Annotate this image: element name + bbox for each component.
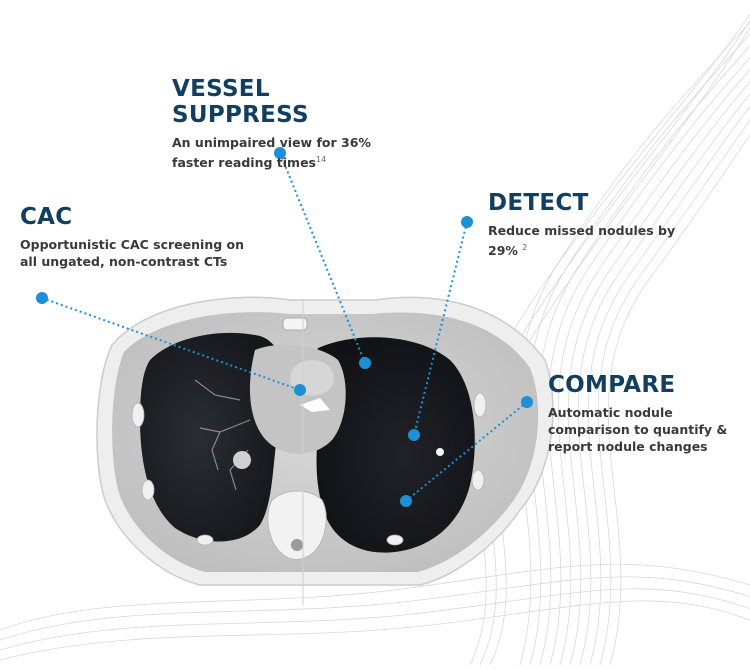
cac-callout-dot-end bbox=[294, 384, 306, 396]
spinal-canal bbox=[291, 539, 303, 551]
detect-line-1: Reduce missed nodules by bbox=[488, 223, 676, 238]
vessel-suppress-description: An unimpaired view for 36% faster readin… bbox=[172, 134, 412, 171]
left-hilum bbox=[233, 451, 251, 469]
detect-callout-line bbox=[413, 221, 468, 436]
detect-description: Reduce missed nodules by 29% 2 bbox=[488, 222, 708, 259]
vessel-line-2: faster reading times bbox=[172, 155, 316, 171]
compare-line-3: report nodule changes bbox=[548, 439, 708, 454]
calcification bbox=[300, 398, 330, 412]
cac-title: CAC bbox=[20, 204, 73, 230]
compare-line-1: Automatic nodule bbox=[548, 405, 673, 420]
right-lung bbox=[316, 337, 475, 553]
compare-callout-dot-start bbox=[521, 396, 533, 408]
vessel-suppress-callout: VESSEL SUPPRESS An unimpaired view for 3… bbox=[172, 76, 412, 171]
detect-title: DETECT bbox=[488, 190, 589, 216]
detect-line-2: 29% bbox=[488, 243, 518, 259]
nodule bbox=[436, 448, 444, 456]
cac-callout-line bbox=[41, 297, 301, 391]
detect-reference: 2 bbox=[522, 243, 528, 252]
compare-title: COMPARE bbox=[548, 372, 676, 398]
left-lung bbox=[140, 332, 285, 542]
ribs bbox=[131, 392, 487, 546]
detect-callout: DETECT Reduce missed nodules by 29% 2 bbox=[488, 190, 708, 259]
sternum bbox=[282, 317, 308, 331]
cac-callout: CAC Opportunistic CAC screening on all u… bbox=[20, 204, 250, 270]
detect-callout-dot-end bbox=[408, 429, 420, 441]
heart bbox=[249, 344, 346, 454]
vessel-line-1: An unimpaired view for 36% bbox=[172, 135, 371, 150]
compare-callout-line bbox=[405, 401, 528, 502]
cac-line-1: Opportunistic CAC screening on bbox=[20, 237, 245, 252]
compare-description: Automatic nodule comparison to quantify … bbox=[548, 404, 738, 455]
spine bbox=[267, 490, 327, 560]
vessel-suppress-title: VESSEL SUPPRESS bbox=[172, 76, 309, 128]
vessel-reference: 14 bbox=[316, 155, 327, 164]
compare-callout: COMPARE Automatic nodule comparison to q… bbox=[548, 372, 738, 455]
vessel-callout-dot-start bbox=[274, 147, 286, 159]
compare-callout-dot-end bbox=[400, 495, 412, 507]
cac-description: Opportunistic CAC screening on all ungat… bbox=[20, 236, 250, 270]
compare-line-2: comparison to quantify & bbox=[548, 422, 728, 437]
cac-line-2: all ungated, non-contrast CTs bbox=[20, 254, 228, 269]
vessel-callout-dot-end bbox=[359, 357, 371, 369]
cac-callout-dot-start bbox=[36, 292, 48, 304]
detect-callout-dot-start bbox=[461, 216, 473, 228]
